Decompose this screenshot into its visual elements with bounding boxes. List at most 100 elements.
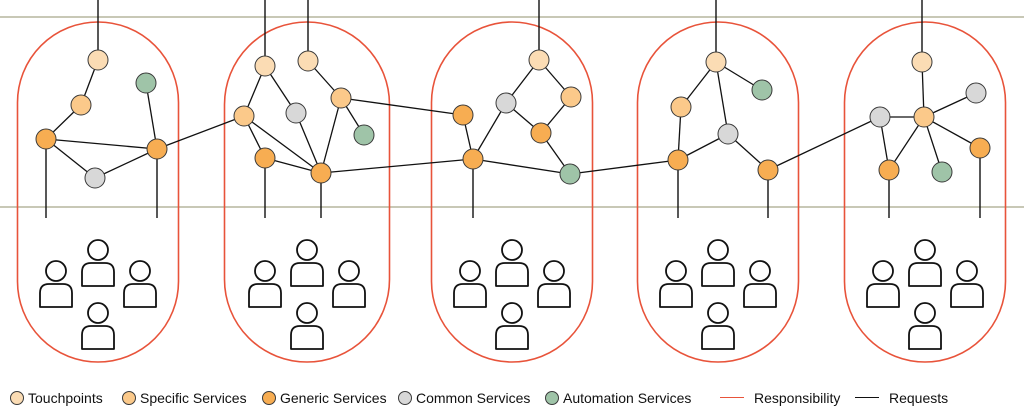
d2-spec-left-specific-node (233, 105, 255, 127)
d4-spec-specific-node (670, 96, 692, 118)
person-head (501, 302, 523, 324)
person-body (908, 262, 942, 287)
d1-top-touchpoint-node (87, 49, 109, 71)
person-icon (39, 260, 73, 308)
d1-gen-right-generic-node (146, 138, 168, 160)
legend-item-responsibility: Responsibility (720, 386, 840, 409)
legend-label: Touchpoints (28, 389, 103, 406)
person-icon (950, 260, 984, 308)
person-icon (495, 239, 529, 287)
connection-line (320, 97, 342, 174)
d3-common-common-node (495, 92, 517, 114)
person-body (495, 325, 529, 350)
d1-spec-specific-node (70, 94, 92, 116)
d4-gen-left-generic-node (667, 149, 689, 171)
legend-label: Responsibility (754, 389, 841, 406)
person-body (950, 283, 984, 308)
person-icon (123, 260, 157, 308)
domain-2-responsibility-capsule (223, 21, 391, 363)
person-head (296, 239, 318, 261)
person-head (45, 260, 67, 282)
d3-gen-left-generic-node (462, 148, 484, 170)
connection-line (923, 116, 981, 149)
person-body (123, 283, 157, 308)
person-head (707, 302, 729, 324)
legend-label: Requests (889, 389, 949, 406)
d1-common-common-node (84, 167, 106, 189)
d4-top-touchpoint-node (705, 51, 727, 73)
legend-item-touchpoints: Touchpoints (10, 386, 103, 409)
person-head (872, 260, 894, 282)
person-head (87, 302, 109, 324)
person-body (290, 325, 324, 350)
person-icon (453, 260, 487, 308)
legend: Touchpoints Specific Services Generic Se… (0, 386, 1024, 409)
person-icon (908, 302, 942, 350)
legend-item-common-services: Common Services (398, 386, 530, 409)
d2-top-right-touchpoint-node (297, 50, 319, 72)
d2-gen-right-generic-node (310, 162, 332, 184)
d3-auto-automation-node (559, 163, 581, 185)
d5-top-touchpoint-node (911, 51, 933, 73)
requests-line-icon (855, 397, 879, 398)
person-body (701, 262, 735, 287)
person-body (290, 262, 324, 287)
legend-label: Generic Services (280, 389, 387, 406)
d1-gen-left-generic-node (35, 128, 57, 150)
legend-item-automation-services: Automation Services (545, 386, 691, 409)
person-icon (866, 260, 900, 308)
d3-gen-top-generic-node (452, 104, 474, 126)
connection-line (243, 115, 322, 174)
legend-item-generic-services: Generic Services (262, 386, 387, 409)
common-services-swatch-icon (398, 390, 412, 405)
connection-line (767, 116, 881, 171)
person-head (665, 260, 687, 282)
d4-auto-automation-node (751, 79, 773, 101)
person-body (908, 325, 942, 350)
connection-line (320, 158, 474, 174)
connection-line (295, 112, 322, 174)
domain-5-responsibility-capsule (843, 21, 1007, 363)
d2-auto-automation-node (353, 124, 375, 146)
person-icon (290, 239, 324, 287)
d5-gen-right-generic-node (969, 137, 991, 159)
person-icon (332, 260, 366, 308)
person-head (749, 260, 771, 282)
person-head (956, 260, 978, 282)
d2-spec-right-specific-node (330, 87, 352, 109)
d2-top-left-touchpoint-node (254, 55, 276, 77)
person-head (254, 260, 276, 282)
person-icon (248, 260, 282, 308)
person-body (495, 262, 529, 287)
person-head (914, 302, 936, 324)
person-icon (701, 239, 735, 287)
touchpoint-swatch-icon (10, 390, 24, 405)
d3-spec-specific-node (560, 86, 582, 108)
service-architecture-diagram (0, 0, 1024, 363)
person-icon (81, 239, 115, 287)
d2-common-common-node (285, 102, 307, 124)
domain-4-responsibility-capsule (636, 21, 800, 363)
person-icon (659, 260, 693, 308)
connection-line (472, 102, 507, 160)
domain-3-responsibility-capsule (430, 21, 594, 363)
legend-label: Common Services (416, 389, 531, 406)
connection-line (888, 116, 925, 171)
responsibility-line-icon (720, 397, 744, 398)
person-body (866, 283, 900, 308)
person-body (248, 283, 282, 308)
connection-line (715, 61, 729, 135)
connection-line (145, 82, 158, 150)
person-icon (701, 302, 735, 350)
connection-line (94, 148, 158, 179)
d5-gen-left-generic-node (878, 159, 900, 181)
person-body (332, 283, 366, 308)
d5-common-right-common-node (965, 82, 987, 104)
person-body (81, 262, 115, 287)
person-head (914, 239, 936, 261)
person-head (296, 302, 318, 324)
person-body (701, 325, 735, 350)
d4-gen-right-generic-node (757, 159, 779, 181)
person-head (707, 239, 729, 261)
person-icon (743, 260, 777, 308)
